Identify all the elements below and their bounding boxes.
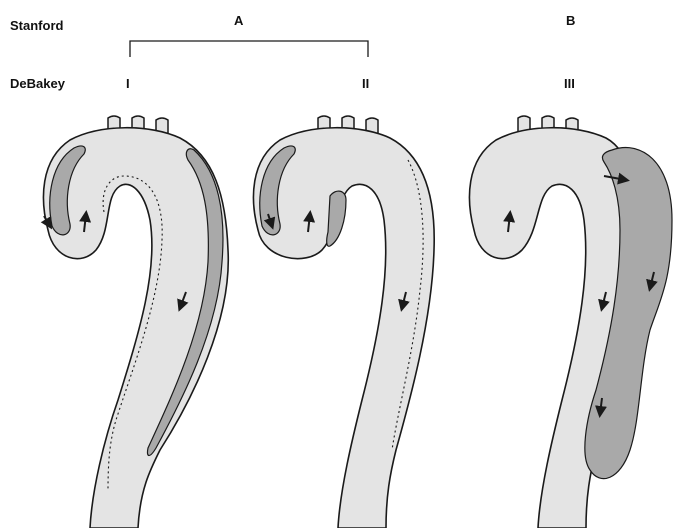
true-lumen	[253, 128, 434, 528]
stanford-a-bracket	[130, 41, 368, 57]
false-lumen-arch	[327, 191, 346, 246]
aorta-panel-type-3	[469, 116, 672, 528]
aorta-panel-type-1	[43, 116, 228, 528]
aorta-panel-type-2	[253, 116, 434, 528]
